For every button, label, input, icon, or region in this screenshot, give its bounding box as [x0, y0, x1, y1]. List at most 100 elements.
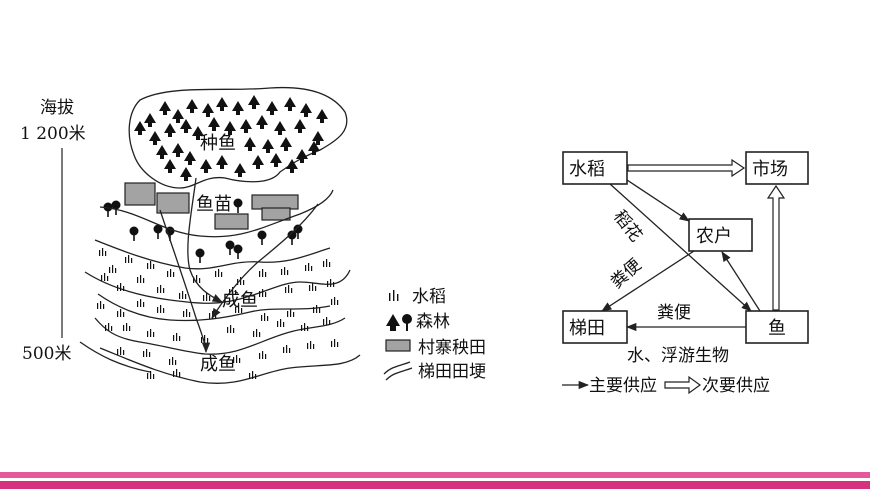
node-label-market: 市场	[752, 159, 788, 180]
flow-arrow	[187, 177, 223, 303]
pine-tree	[149, 131, 161, 145]
legend: 水稻 森林 村寨秧田 梯田田埂	[383, 287, 486, 382]
rice-icon	[389, 290, 399, 301]
pine-tree	[144, 113, 156, 127]
pine-tree	[252, 155, 264, 169]
node-market: 市场	[745, 151, 809, 185]
rice-plant	[323, 317, 331, 325]
terrace-ridge	[99, 347, 361, 384]
terrain-map: 海拔 1 200米 500米	[20, 86, 361, 384]
village-field	[214, 213, 249, 230]
legend-item-forest: 森林	[386, 312, 450, 332]
rice-plant	[179, 291, 187, 299]
pine-tree	[256, 115, 268, 129]
rice-plant	[287, 309, 295, 317]
water-flow-arrows	[159, 177, 319, 354]
rice-plant	[105, 323, 113, 331]
terrace-ridge	[79, 341, 151, 373]
rice-plant	[215, 269, 223, 277]
pine-tree	[216, 97, 228, 111]
legend-item-village-field: 村寨秧田	[385, 338, 486, 358]
zone-label-breeding-fish: 种鱼	[200, 133, 236, 154]
node-label-rice: 水稻	[569, 159, 605, 180]
rice-plant	[309, 283, 317, 291]
pine-tree	[234, 163, 246, 177]
rice-plant	[259, 351, 267, 359]
round-tree	[225, 240, 235, 255]
rice-plant	[173, 369, 181, 377]
rice-plant	[97, 301, 105, 309]
village-field	[261, 207, 291, 221]
rice-plant	[99, 248, 107, 256]
rice-plant	[143, 349, 151, 357]
legend-label-terrace-ridge: 梯田田埂	[418, 362, 486, 382]
arrow-key: 主要供应 次要供应	[562, 375, 770, 396]
rice-plant	[101, 273, 109, 281]
round-tree	[257, 230, 267, 245]
pine-tree	[284, 97, 296, 111]
pine-tree	[184, 151, 196, 165]
rice-plant	[173, 333, 181, 341]
legend-label-forest: 森林	[416, 312, 450, 332]
pine-tree	[316, 109, 328, 123]
rice-plant	[117, 309, 125, 317]
rice-plant	[117, 283, 125, 291]
flow-diagram: 水稻 市场 农户 梯田 鱼 稻花	[562, 151, 809, 396]
zone-label-adult-fish-upper: 成鱼	[222, 290, 258, 311]
rice-plant	[283, 345, 291, 353]
rice-plant	[259, 269, 267, 277]
pine-tree	[202, 103, 214, 117]
rice-plant	[331, 297, 339, 305]
flow-arrow	[159, 209, 211, 354]
legend-label-village-field: 村寨秧田	[418, 338, 486, 358]
altitude-bottom-label: 500米	[22, 344, 71, 364]
rice-plant	[237, 277, 245, 285]
node-fish: 鱼	[745, 310, 809, 344]
pine-tree	[200, 159, 212, 173]
rice-plant	[157, 305, 165, 313]
round-tree	[195, 248, 205, 263]
round-tree	[233, 244, 243, 259]
pine-tree	[159, 101, 171, 115]
rice-plant	[157, 285, 165, 293]
village-field-icon	[385, 339, 411, 352]
round-tree	[129, 226, 139, 241]
rice-plant	[285, 285, 293, 293]
forest-icon	[386, 314, 412, 331]
pine-tree	[232, 101, 244, 115]
altitude-axis: 海拔 1 200米 500米	[20, 98, 86, 364]
pine-tree	[208, 117, 220, 131]
legend-item-terrace-ridge: 梯田田埂	[383, 361, 486, 382]
round-tree	[103, 202, 113, 217]
legend-label-rice: 水稻	[412, 287, 446, 307]
pine-tree	[180, 119, 192, 133]
pine-tree	[244, 137, 256, 151]
pine-tree	[186, 99, 198, 113]
edge-fish-farmer	[721, 251, 761, 312]
rice-plant	[123, 323, 131, 331]
edge-fish-market-secondary	[766, 184, 786, 311]
pine-tree	[300, 103, 312, 117]
pine-tree	[266, 101, 278, 115]
edge-rice-fish	[609, 183, 752, 312]
node-farmer: 农户	[688, 218, 753, 252]
zone-label-fry: 鱼苗	[196, 194, 232, 215]
zone-label-adult-fish-lower: 成鱼	[200, 354, 236, 375]
pine-tree	[280, 137, 292, 151]
rice-plant	[109, 265, 117, 273]
rice-plant	[183, 309, 191, 317]
edge-label-rice-flower: 稻花	[609, 207, 646, 246]
rice-plant	[125, 255, 133, 263]
round-tree	[233, 198, 243, 213]
pine-tree	[164, 159, 176, 173]
rice-plant	[307, 341, 315, 349]
edge-farmer-terrace	[601, 250, 695, 312]
edge-label-water-organisms: 水、浮游生物	[627, 346, 729, 366]
legend-item-rice: 水稻	[389, 287, 446, 307]
pine-tree	[156, 145, 168, 159]
rice-plant	[249, 371, 257, 379]
terrace-ridge-icon	[383, 361, 413, 381]
rice-plant	[137, 299, 145, 307]
secondary-supply-arrow-icon	[664, 375, 702, 395]
